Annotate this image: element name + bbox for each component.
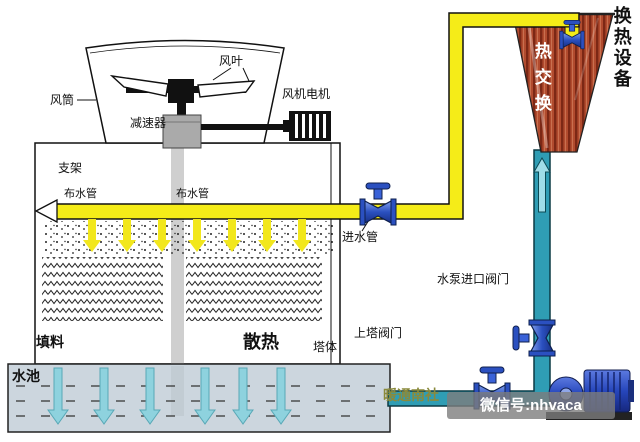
pump-endcap: [628, 380, 634, 402]
label-heat-dissipation: 散热: [243, 332, 279, 352]
motor-fin: [295, 114, 298, 138]
fan-duct-rim: [89, 45, 281, 54]
pipe-end-arrow: [34, 198, 58, 224]
fan-blade-leader: [242, 67, 250, 82]
motor-fin: [302, 114, 305, 138]
fill-pack-right: [186, 257, 322, 321]
motor-shaft: [283, 120, 291, 132]
basin-shell: [7, 363, 391, 433]
basin-down-arrows: [47, 367, 292, 425]
water-basin: [7, 363, 391, 433]
label-dist-pipe-left: 布水管: [64, 188, 97, 200]
reducer-box: [162, 114, 202, 149]
label-water-basin: 水池: [12, 368, 40, 384]
fill-pack-left: [42, 257, 163, 321]
label-fan-blade: 风叶: [219, 54, 244, 68]
spray-droplets: [44, 221, 334, 254]
label-heat-exchanger-unit: 换热设备: [611, 6, 632, 90]
label-pump-inlet-valve: 水泵进口阀门: [437, 272, 510, 286]
fan-shaft: [177, 103, 186, 117]
label-fan-duct: 风筒: [50, 93, 75, 107]
fan-blade-leader: [212, 67, 232, 81]
label-tower-body: 塔体: [313, 340, 338, 354]
fan-hub: [168, 79, 194, 103]
fan-assembly: [77, 39, 331, 149]
label-inlet-pipe: 进水管: [342, 230, 379, 244]
label-dist-pipe-right: 布水管: [176, 188, 209, 200]
column-in-basin: [171, 366, 184, 416]
motor-fin: [309, 114, 312, 138]
motor-fin: [323, 114, 326, 138]
flow-up-arrow: [533, 156, 551, 213]
label-fill-material: 填料: [36, 334, 64, 350]
label-heat-exchange: 热交换: [531, 42, 551, 120]
exchanger-highlight: [574, 17, 599, 101]
fan-blade-right: [197, 80, 256, 98]
label-support-frame: 支架: [58, 161, 83, 175]
drive-link: [201, 124, 289, 130]
watermark-wechat: 微信号:nhvaca: [447, 392, 615, 419]
motor-fin: [316, 114, 319, 138]
spray-and-fill: [42, 221, 334, 321]
label-fan-motor: 风机电机: [282, 87, 331, 101]
center-shaft-column: [171, 148, 184, 364]
label-reducer: 减速器: [130, 116, 167, 130]
fan-blade-left: [109, 74, 169, 97]
watermark-brand: 暖通南社: [383, 387, 439, 403]
distribution-arrows: [83, 219, 311, 252]
label-tower-supply-valve: 上塔阀门: [354, 326, 403, 340]
exchanger-highlight: [526, 19, 549, 149]
